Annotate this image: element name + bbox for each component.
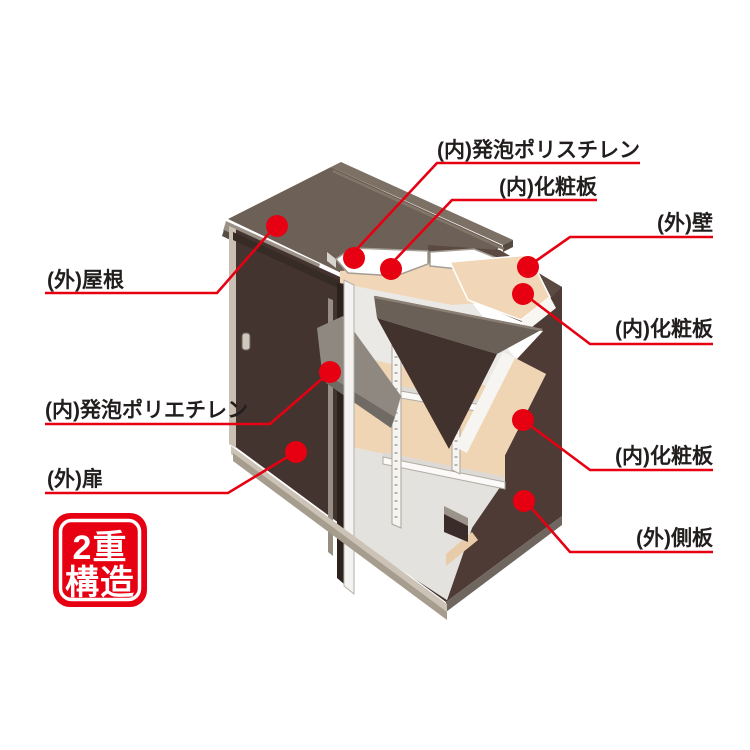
inner-board-lower-right (467, 358, 546, 469)
callout-dot-side-panel (513, 490, 535, 512)
badge-line-2: 構造 (65, 564, 135, 602)
label-board-right-upper: (内)化粧板 (615, 317, 714, 341)
label-door: (外)扉 (47, 467, 103, 491)
label-wall: (外)壁 (657, 211, 713, 235)
wedge-top-face (374, 296, 543, 354)
roof-ridge-cap-edge (503, 240, 513, 252)
roof-ridge-cap (331, 162, 513, 245)
wall-foam-sliver (521, 297, 556, 331)
cut-wedge (374, 295, 543, 449)
callout-line-polyethylene (45, 370, 332, 426)
door-cut-edge (343, 279, 355, 596)
callout-line-board-top (392, 198, 597, 263)
shelf-board-2-top (383, 452, 505, 482)
callout-dot-door (285, 441, 307, 463)
side-cut-bottom-sliver (446, 532, 478, 566)
callout-dot-polyethylene (319, 361, 341, 383)
callout-dot-board-top (380, 258, 402, 280)
track-rail (444, 506, 468, 526)
callout-dot-polystyrene (343, 247, 365, 269)
side-foam-band (455, 352, 515, 453)
label-roof: (外)屋根 (47, 268, 124, 292)
base-group (231, 446, 447, 620)
polyethylene-foam-shadow (322, 372, 395, 428)
front-base-strip (233, 453, 447, 620)
label-polyethylene: (内)発泡ポリエチレン (45, 398, 248, 422)
polyethylene-foam-face (317, 316, 401, 417)
roof-cut-layer-edge (327, 252, 336, 268)
callout-line-door (45, 451, 295, 495)
side-cut-layers (446, 352, 546, 566)
left-corner-trim (229, 226, 236, 448)
badge-inner-border (58, 518, 142, 602)
roof-ridge-highlight (332, 169, 505, 251)
label-board-right-lower: (内)化粧板 (615, 444, 714, 468)
badge-background (53, 513, 147, 607)
side-base-strip (446, 516, 562, 612)
track-base (444, 514, 468, 542)
callout-dot-roof (266, 215, 288, 237)
callout-dot-board-right-upper (512, 283, 534, 305)
door-cutaway (317, 279, 401, 596)
badge-line-1: 2重 (73, 529, 128, 567)
door-handle (241, 332, 251, 351)
callout-line-board-right-upper (527, 295, 713, 346)
callout-labels: (内)発泡ポリスチレン (内)化粧板 (外)壁 (外)屋根 (内)化粧板 (内)… (45, 138, 714, 550)
door-track-piece (444, 506, 468, 542)
label-polystyrene: (内)発泡ポリスチレン (437, 138, 640, 162)
label-board-top: (内)化粧板 (499, 175, 598, 199)
wedge-top-highlight (374, 295, 543, 332)
callout-line-wall (532, 235, 713, 265)
interior-floor (352, 447, 505, 600)
callout-line-board-right-lower (526, 421, 713, 472)
callout-lines (45, 161, 713, 554)
double-structure-badge: 2重 構造 (53, 513, 147, 607)
callout-line-roof (45, 229, 273, 295)
wedge-front-face (377, 318, 497, 449)
callout-dot-wall (517, 256, 539, 278)
callout-dot-board-right-lower (512, 409, 534, 431)
label-side-panel: (外)側板 (636, 526, 714, 550)
callout-dots (266, 215, 539, 512)
front-base-trim (231, 446, 447, 613)
shelf-board-2-edge (382, 456, 506, 490)
callout-line-polystyrene (355, 161, 640, 251)
callout-line-side-panel (527, 503, 713, 554)
